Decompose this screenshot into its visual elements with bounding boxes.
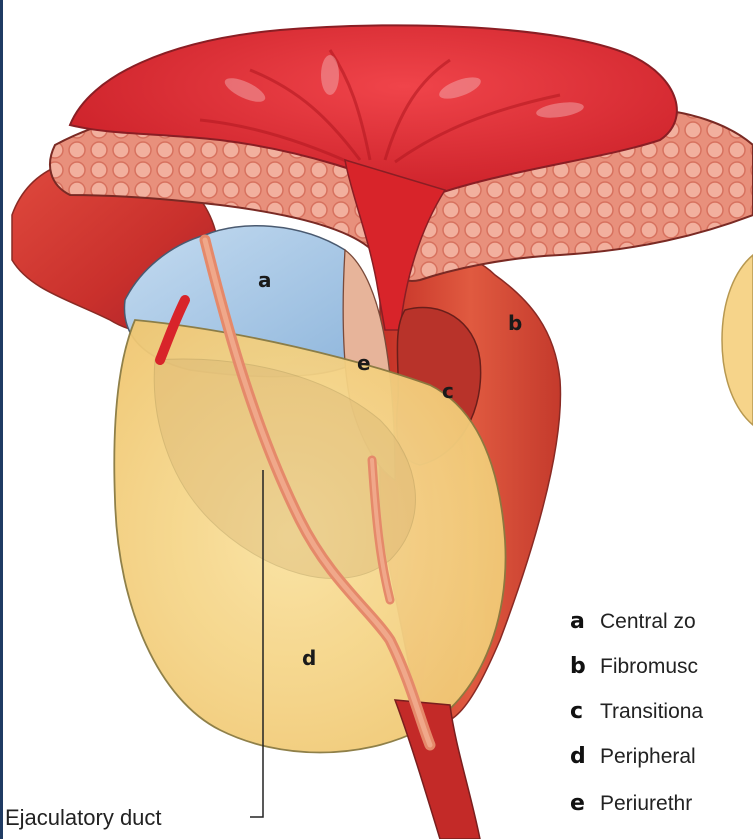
label-periurethral-region: e [357, 351, 371, 375]
label-fibromuscular-stroma: b [508, 311, 522, 335]
legend-letter-a: a [570, 609, 585, 634]
legend-text-c: Transitiona [600, 700, 703, 723]
legend-text-a: Central zo [600, 610, 696, 633]
legend-letter-c: c [570, 699, 583, 724]
legend-text-d: Peripheral [600, 745, 696, 768]
label-central-zone: a [258, 268, 272, 292]
ejaculatory-duct-label: Ejaculatory duct [5, 805, 162, 830]
legend-text-b: Fibromusc [600, 655, 698, 678]
legend-letter-d: d [570, 744, 586, 769]
label-peripheral-zone: d [302, 646, 316, 670]
label-transitional-zone: c [442, 379, 454, 403]
frame-edge [0, 0, 3, 839]
legend-text-e: Periurethr [600, 792, 692, 815]
legend-letter-e: e [570, 791, 585, 816]
legend-letter-b: b [570, 654, 586, 679]
urethra-lower [395, 700, 480, 839]
adjacent-organ-shape [722, 255, 753, 425]
zone-legend: a Central zo b Fibromusc c Transitiona d… [570, 609, 703, 816]
